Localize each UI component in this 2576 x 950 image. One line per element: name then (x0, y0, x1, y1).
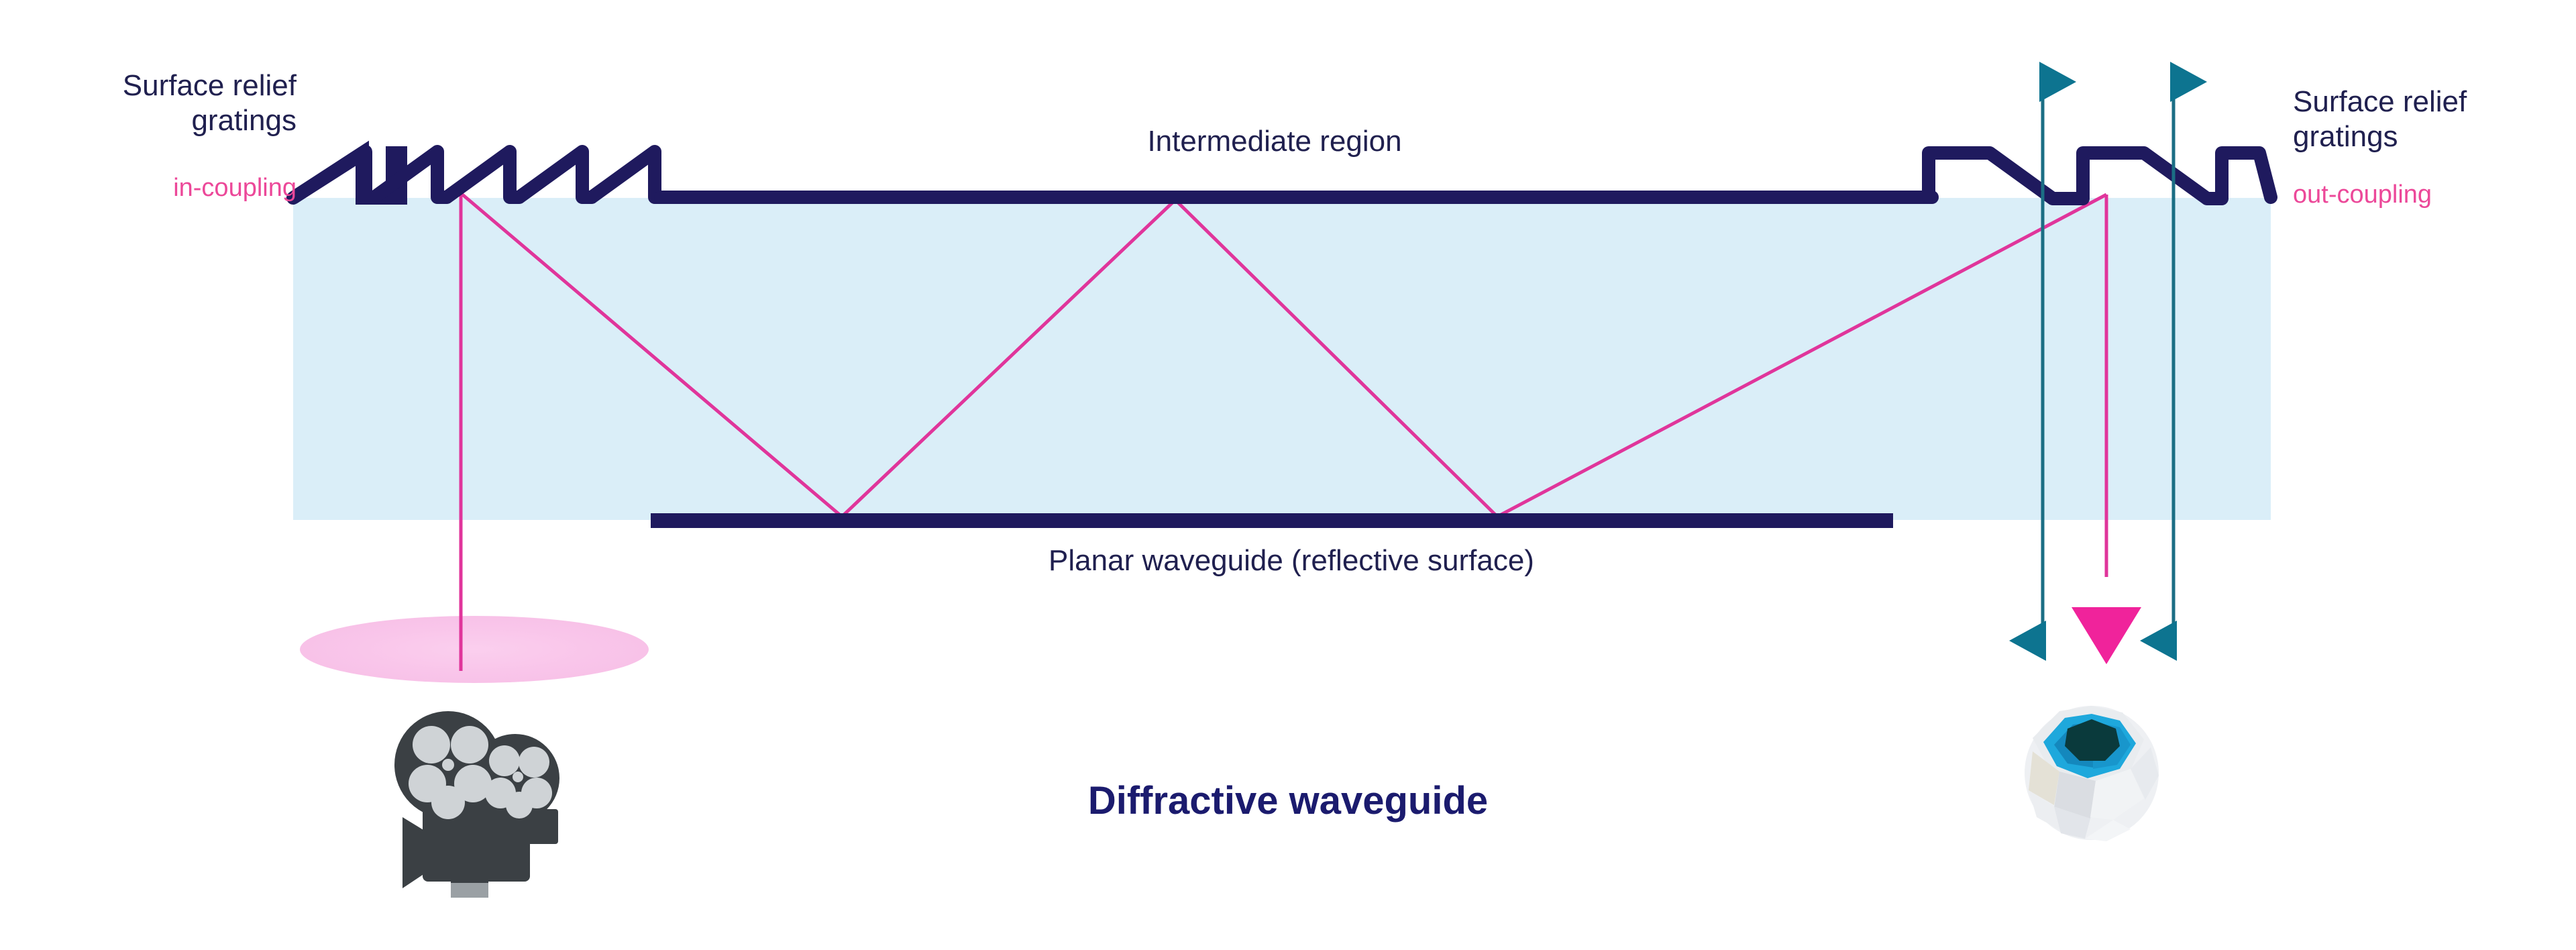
ray-segment-4 (1496, 193, 2108, 519)
label-intermediate-region: Intermediate region (1147, 125, 1402, 158)
light-pool-ellipse (300, 616, 649, 683)
ray-paths (459, 192, 2108, 671)
label-right-surface-relief-gratings: Surface relief gratings (2293, 85, 2467, 153)
teal-fov-arrows (2009, 62, 2207, 661)
right-grating-teeth (1922, 146, 2277, 205)
diagram-title: Diffractive waveguide (1087, 779, 1489, 823)
film-projector-icon (394, 711, 559, 898)
low-poly-eye-icon (2025, 706, 2159, 841)
label-out-coupling: out-coupling (2293, 180, 2432, 209)
ray-segment-1 (460, 192, 843, 518)
label-planar-waveguide: Planar waveguide (reflective surface) (1049, 544, 1534, 577)
ray-segment-2 (841, 199, 1177, 518)
out-coupling-arrowhead (2072, 607, 2141, 664)
label-left-surface-relief-gratings: Surface relief gratings (122, 69, 297, 137)
ray-segment-3 (1174, 199, 1499, 518)
left-grating-teeth (286, 145, 671, 205)
label-in-coupling: in-coupling (173, 174, 297, 202)
waveguide-body (293, 198, 2271, 520)
